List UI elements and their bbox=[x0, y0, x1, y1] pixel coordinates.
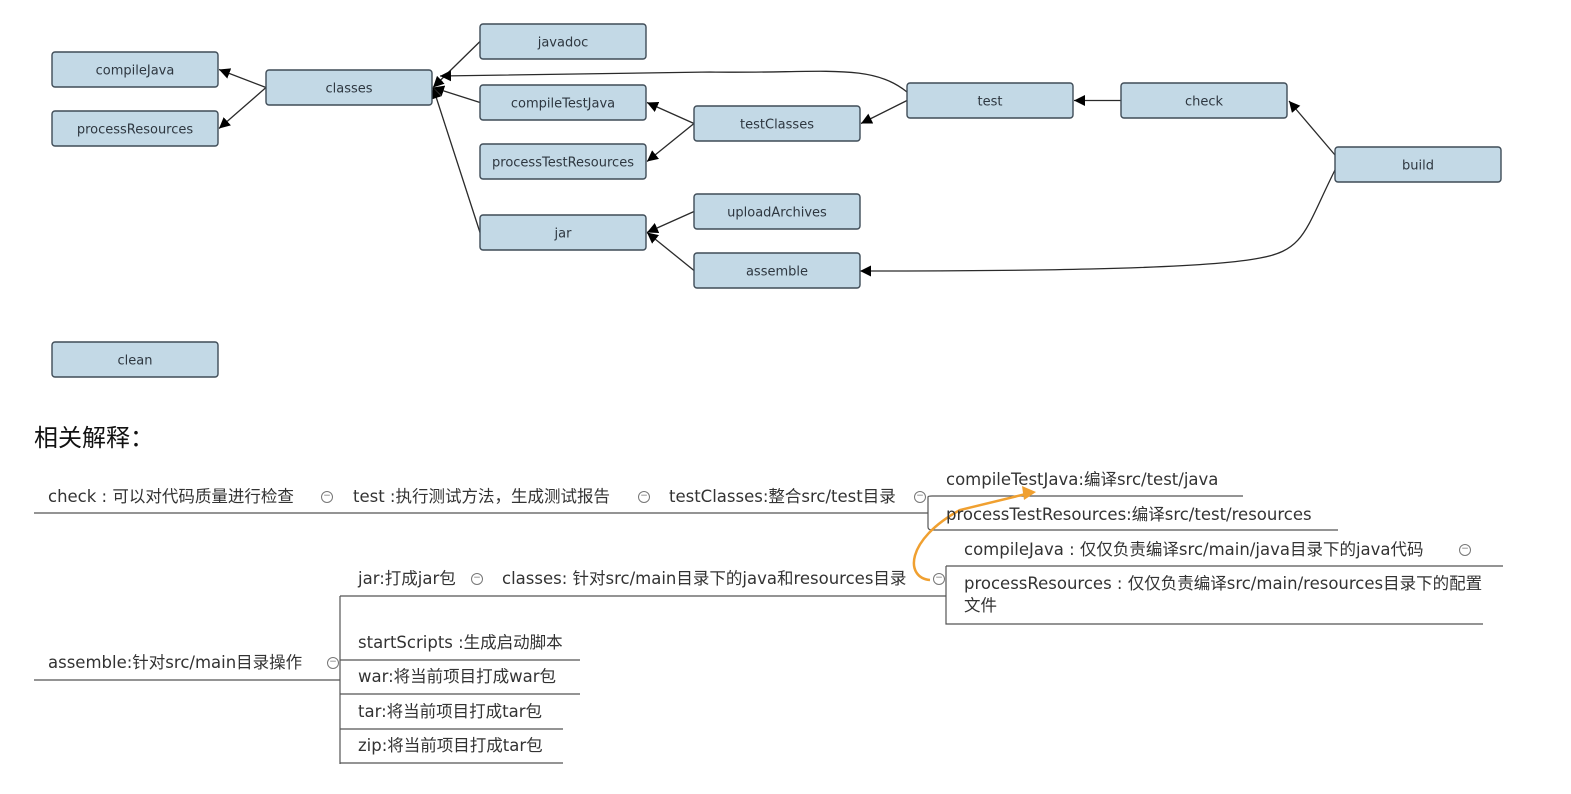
graph-edges bbox=[218, 41, 1336, 277]
node-box bbox=[479, 84, 647, 121]
node-box bbox=[693, 193, 861, 230]
mm-classes: classes: 针对src/main目录下的java和resources目录 bbox=[502, 569, 907, 588]
node-processTestResources: processTestResources bbox=[479, 143, 647, 180]
mm-compileTestJava: compileTestJava:编译src/test/java bbox=[946, 470, 1219, 489]
mm-tar: tar:将当前项目打成tar包 bbox=[358, 702, 542, 721]
mm-check: check : 可以对代码质量进行检查 bbox=[48, 487, 294, 506]
mm-processResources: processResources : 仅仅负责编译src/main/resour… bbox=[964, 574, 1483, 615]
node-box bbox=[51, 110, 219, 147]
edge-build-to-assemble bbox=[859, 169, 1336, 277]
node-box bbox=[51, 51, 219, 88]
edge-assemble-to-jar bbox=[646, 231, 695, 272]
node-assemble: assemble bbox=[693, 252, 861, 289]
mm-jar: jar:打成jar包 bbox=[358, 569, 456, 588]
node-javadoc: javadoc bbox=[479, 23, 647, 60]
edge-classes-to-compileJava bbox=[218, 68, 267, 89]
collapse-icon[interactable]: − bbox=[321, 491, 333, 503]
node-label: compileJava bbox=[96, 64, 175, 79]
edge-testClasses-to-compileTestJava bbox=[646, 101, 695, 125]
node-label: check bbox=[1185, 95, 1224, 110]
mm-war: war:将当前项目打成war包 bbox=[358, 667, 557, 686]
node-box bbox=[51, 341, 219, 378]
node-label: clean bbox=[118, 354, 153, 369]
node-label: assemble bbox=[746, 265, 808, 280]
node-clean: clean bbox=[51, 341, 219, 378]
edge-test-to-testClasses bbox=[860, 99, 908, 125]
collapse-icon[interactable]: − bbox=[914, 491, 926, 503]
edge-testClasses-to-processTestResources bbox=[646, 122, 695, 163]
collapse-icon[interactable]: − bbox=[933, 573, 945, 585]
node-box bbox=[265, 69, 433, 106]
node-uploadArchives: uploadArchives bbox=[693, 193, 861, 230]
node-build: build bbox=[1334, 146, 1502, 183]
mm-test: test :执行测试方法，生成测试报告 bbox=[353, 487, 610, 506]
node-test: test bbox=[906, 82, 1074, 119]
node-box bbox=[1334, 146, 1502, 183]
node-testClasses: testClasses bbox=[693, 105, 861, 142]
edge-javadoc-to-classes bbox=[432, 41, 481, 88]
collapse-icon[interactable]: − bbox=[471, 573, 483, 585]
mm-testClasses: testClasses:整合src/test目录 bbox=[669, 487, 896, 506]
collapse-icon[interactable]: − bbox=[1459, 544, 1471, 556]
node-label: processResources bbox=[77, 123, 194, 138]
collapse-icon[interactable]: − bbox=[327, 657, 339, 669]
node-box bbox=[693, 252, 861, 289]
task-dependency-graph: compileJava processResources classes javado… bbox=[51, 23, 1502, 378]
node-box bbox=[693, 105, 861, 142]
node-label: testClasses bbox=[740, 118, 814, 133]
edge-uploadArchives-to-jar bbox=[646, 210, 695, 234]
collapse-icon[interactable]: − bbox=[638, 491, 650, 503]
node-box bbox=[1120, 82, 1288, 119]
node-compileTestJava: compileTestJava bbox=[479, 84, 647, 121]
node-label: compileTestJava bbox=[511, 97, 615, 112]
mm-startScripts: startScripts :生成启动脚本 bbox=[358, 633, 563, 652]
node-label: test bbox=[978, 95, 1003, 110]
edge-classes-to-processResources bbox=[218, 87, 267, 129]
edge-jar-to-classes bbox=[431, 87, 481, 233]
node-label: build bbox=[1402, 159, 1434, 174]
node-compileJava: compileJava bbox=[51, 51, 219, 88]
mm-compileJava: compileJava : 仅仅负责编译src/main/java目录下的jav… bbox=[964, 540, 1424, 559]
edge-build-to-check bbox=[1288, 100, 1336, 156]
node-classes: classes bbox=[265, 69, 433, 106]
edge-test-to-classes bbox=[439, 70, 908, 93]
node-jar: jar bbox=[479, 214, 647, 251]
graph-nodes: compileJava processResources classes javado… bbox=[51, 23, 1502, 378]
mm-zip: zip:将当前项目打成tar包 bbox=[358, 736, 543, 755]
node-box bbox=[479, 143, 647, 180]
node-label: classes bbox=[325, 82, 372, 97]
node-check: check bbox=[1120, 82, 1288, 119]
node-box bbox=[479, 214, 647, 251]
mm-processTestResources: processTestResources:编译src/test/resource… bbox=[946, 505, 1312, 524]
node-processResources: processResources bbox=[51, 110, 219, 147]
node-label: jar bbox=[554, 227, 573, 242]
node-label: uploadArchives bbox=[727, 206, 827, 221]
node-label: processTestResources bbox=[492, 156, 634, 171]
section-title: 相关解释： bbox=[34, 424, 154, 452]
node-box bbox=[906, 82, 1074, 119]
node-box bbox=[479, 23, 647, 60]
node-label: javadoc bbox=[537, 36, 589, 51]
mm-assemble: assemble:针对src/main目录操作 bbox=[48, 653, 303, 672]
edge-compileTestJava-to-classes bbox=[432, 85, 481, 104]
